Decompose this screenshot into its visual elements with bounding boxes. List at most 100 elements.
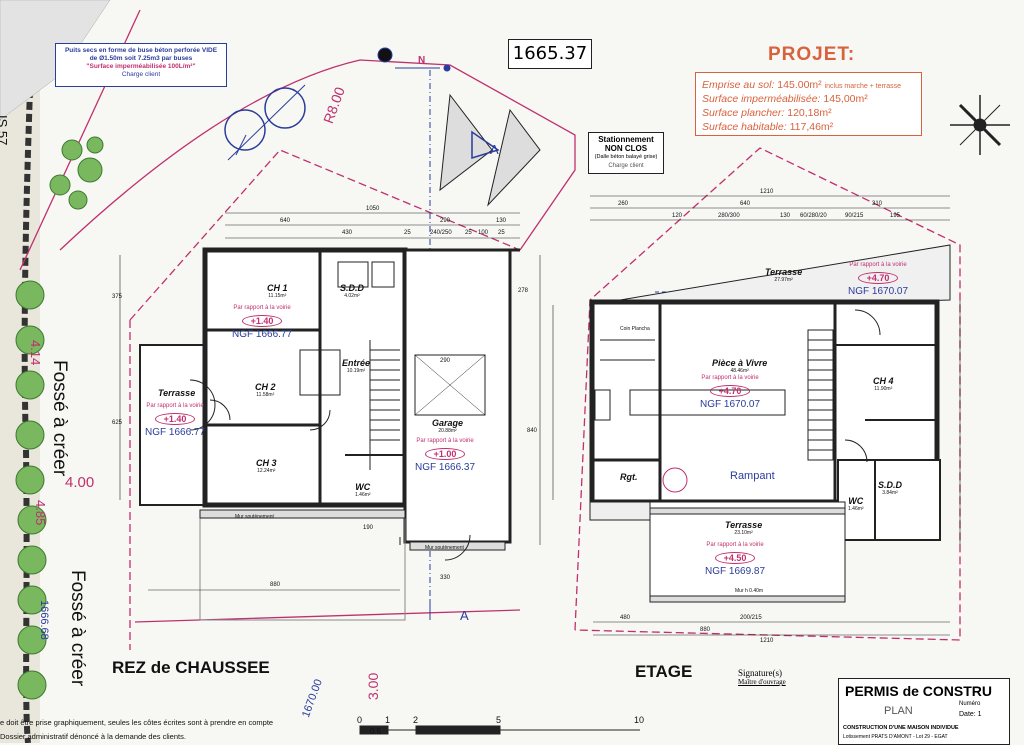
signature-sub: Maître d'ouvrage [738,678,786,686]
signature-block: Signature(s) Maître d'ouvrage [738,668,828,703]
ngf-left-label: 1666.68 [38,600,50,640]
level-marker: Par rapport à la voirie +4.70 NGF 1670.0… [848,262,908,297]
upper-floor-plan [589,244,951,603]
wall-label: Mur soutènement [425,545,464,551]
room-name: CH 4 [873,376,894,386]
level-note: Par rapport à la voirie [416,438,474,444]
dim-label: 480 [620,615,631,621]
room-name: Terrasse [158,388,196,398]
dim-label: 130 [780,213,791,219]
ground-floor-plan [139,247,520,621]
room-entree: Entrée 10.19m² [342,358,370,374]
room-name: Garage [432,418,464,428]
ground-floor-title: REZ de CHAUSSEE [112,658,270,677]
level-ngf: NGF 1670.07 [848,286,909,297]
coin-plancha-label: Coin Plancha [620,326,650,332]
dim-label: 25 [498,230,505,236]
room-name: Terrasse [765,267,803,277]
left-edge-label: IS 57 [0,115,10,146]
section-label-top: A [490,142,499,157]
drainage-note: Puits secs en forme de buse béton perfor… [55,43,227,87]
section-label-bottom: A [460,608,469,623]
room-terrasse-top: Terrasse 27.97m² [765,267,802,283]
room-ch1: CH 1 11.15m² [267,283,288,299]
parking-line4: Charge client [608,163,644,169]
room-sdd-top: S.D.D 3.84m² [878,480,902,496]
wall-label: Mur soutènement [235,514,274,520]
parking-markers [439,93,541,207]
level-note: Par rapport à la voirie [701,375,759,381]
level-value: +4.70 [709,385,751,397]
scale-tick: 0 [357,715,363,725]
dim-label: 25 [465,230,472,236]
dim-label: 640 [280,218,291,224]
room-rampant: Rampant [730,470,775,482]
dim-label: 90/215 [845,213,864,219]
room-sdd: S.D.D 4.02m² [340,283,364,299]
scale-tick: 1 [385,715,391,725]
room-name: S.D.D [340,283,365,293]
level-note: Par rapport à la voirie [706,542,764,548]
title-block-title: PERMIS de CONSTRU [845,683,993,699]
drainage-note-line1: Puits secs en forme de buse béton perfor… [64,47,218,54]
level-note: Par rapport à la voirie [146,403,204,409]
projet-row-label: Surface imperméabilisée: [702,93,821,105]
dim-label: 200/215 [740,615,762,621]
footer-note: e doit être prise graphiquement, seules … [0,718,274,727]
projet-row-label: Surface habitable: [702,121,787,133]
signature-label: Signature(s) [738,668,782,678]
room-area: 1.46m² [848,506,864,512]
level-value: +1.00 [424,448,466,460]
title-block-numero: Numéro [959,701,981,707]
room-name: CH 2 [255,382,276,392]
title-block-date: Date: 1 [959,711,982,718]
dim-label: 130 [496,218,507,224]
level-note: Par rapport à la voirie [849,262,907,268]
upper-floor-title: ETAGE [635,662,693,681]
dim-label: 290 [440,358,451,364]
room-area: 27.97m² [774,277,793,283]
trees [15,136,104,700]
room-name: CH 3 [256,458,277,468]
dim-label: 310 [872,201,883,207]
drainage-note-line3: "Surface imperméabilisée 100L/m²" [86,63,196,70]
projet-row-label: Emprise au sol: [702,79,775,91]
room-wc: WC 1.46m² [355,482,371,498]
room-area: 11.58m² [256,392,275,398]
room-terrasse: Terrasse [158,388,195,398]
dim-label: 430 [342,230,353,236]
projet-row-value: 117,46m² [789,121,834,133]
level-value: +1.40 [241,315,283,327]
parking-line1: Stationnement [598,135,654,144]
room-name: CH 1 [267,283,288,293]
room-area: 11.90m² [874,386,893,392]
dim-label: 330 [440,575,451,581]
dim-label: 1210 [760,638,774,644]
dim-label: 625 [112,420,123,426]
room-area: 48.46m² [730,368,749,374]
scale-tick: 5 [496,715,502,725]
room-garage: Garage 20.88m² [432,418,463,434]
dim-label: 1050 [366,206,380,212]
scale-subtick: 0.5 [370,727,382,736]
scale-tick: 2 [413,715,419,725]
parking-note: Stationnement NON CLOS (Dalle béton bala… [588,132,664,174]
dim-label: 60/280/20 [800,213,827,219]
footer-note2: Dossier administratif dénoncé à la deman… [0,732,186,741]
level-marker: Par rapport à la voirie +1.00 NGF 1666.3… [415,438,475,473]
title-block-line2: Lotissement PRATS D'AMONT - Lot 29 - EGA… [843,734,948,740]
level-marker: Par rapport à la voirie +1.40 NGF 1666.7… [232,305,292,340]
projet-row-value: 145.00m² [777,79,822,91]
room-name: Entrée [342,358,371,368]
level-marker: Par rapport à la voirie +4.50 NGF 1669.8… [705,542,765,577]
scale-bar [359,725,640,735]
title-block: PERMIS de CONSTRU PLAN Numéro Date: 1 CO… [838,678,1010,745]
dim-label: 1210 [760,189,774,195]
dim-label: 840 [527,428,538,434]
parking-line3: (Dalle béton balayé grise) [594,154,658,160]
room-area: 11.15m² [268,293,287,299]
dim-label: 190 [363,525,374,531]
upper-floor-dimensions [552,195,961,636]
level-value: +1.40 [154,413,196,425]
level-marker: Par rapport à la voirie +1.40 NGF 1666.7… [145,403,205,438]
